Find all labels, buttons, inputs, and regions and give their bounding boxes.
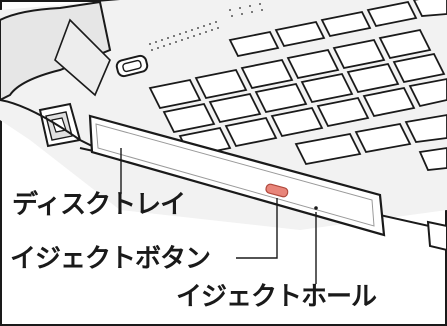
side-port [426, 220, 447, 252]
disc-tray [88, 114, 386, 237]
speaker-grille [149, 3, 263, 51]
eject-button-label: イジェクトボタン [10, 244, 211, 274]
eject-hole-label: イジェクトホール [176, 282, 377, 312]
disc-tray-label: ディスクトレイ [12, 190, 186, 220]
keyboard [148, 0, 447, 171]
eject-hole-shape [314, 206, 318, 210]
eject-button-shape [265, 183, 289, 198]
leader-line-eject-button [236, 198, 278, 259]
